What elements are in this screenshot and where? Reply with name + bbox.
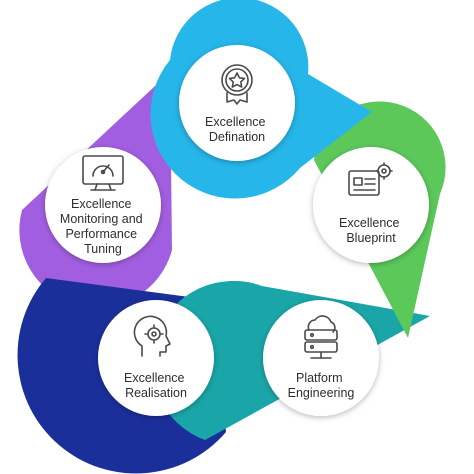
step-label-platform: Platform Engineering — [288, 371, 355, 400]
step-label-realisation: Excellence Realisation — [124, 371, 188, 400]
cloud-server-icon — [304, 315, 338, 359]
monitor-gauge-icon — [82, 155, 124, 191]
circle-monitoring — [45, 147, 161, 263]
head-gear-icon — [133, 315, 171, 357]
step-label-blueprint: Excellence Blueprint — [339, 216, 403, 245]
circle-blueprint — [313, 147, 429, 263]
blueprint-gear-icon — [348, 162, 393, 196]
award-badge-icon — [221, 64, 253, 105]
circle-realisation — [98, 300, 214, 416]
step-label-definition: Excellence Defination — [205, 115, 269, 144]
step-label-monitoring: Excellence Monitoring and Performance Tu… — [60, 197, 146, 256]
